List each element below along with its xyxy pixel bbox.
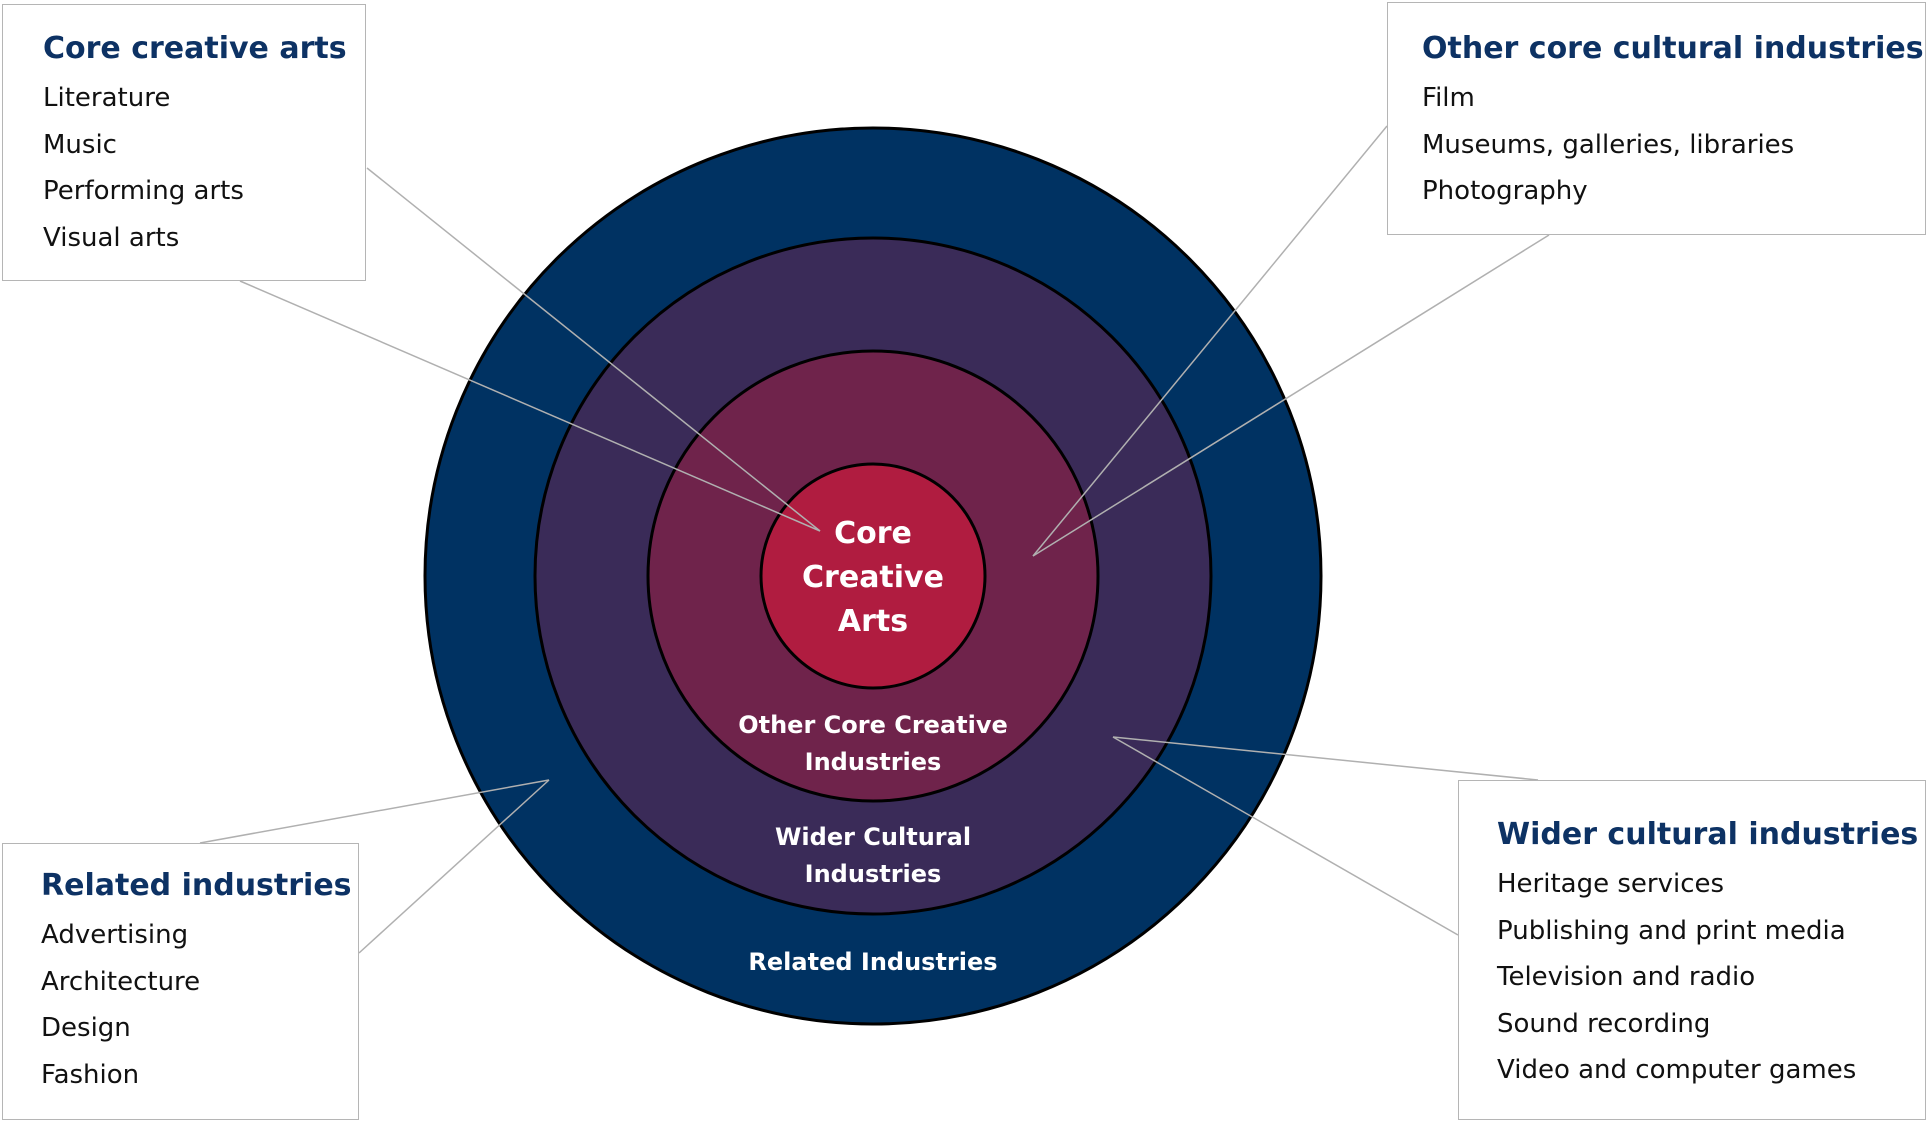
callout-wider-cultural-industries: Wider cultural industries Heritage servi… <box>1458 780 1926 1120</box>
callout-title: Related industries <box>41 868 352 903</box>
list-item: Publishing and print media <box>1497 915 1846 946</box>
list-item: Literature <box>43 83 171 113</box>
other-core-label-line-1: Other Core Creative <box>738 711 1008 739</box>
callout-list: Film Museums, galleries, libraries Photo… <box>1422 75 1925 215</box>
callout-title: Other core cultural industries <box>1422 31 1924 66</box>
callout-title: Wider cultural industries <box>1497 817 1919 852</box>
list-item: Photography <box>1422 176 1588 206</box>
list-item: Architecture <box>41 966 201 997</box>
list-item: Advertising <box>41 920 189 950</box>
callout-other-core-cultural-industries: Other core cultural industries Film Muse… <box>1387 2 1926 235</box>
leader-line-wider-2 <box>1112 736 1459 936</box>
leader-line-wider-1 <box>1112 736 1539 781</box>
wider-label-line-1: Wider Cultural <box>775 823 971 851</box>
list-item: Visual arts <box>43 222 180 253</box>
list-item: Heritage services <box>1497 869 1725 899</box>
list-item: Sound recording <box>1497 1008 1711 1039</box>
related-label: Related Industries <box>748 948 997 976</box>
list-item: Television and radio <box>1497 962 1756 992</box>
callout-list: Advertising Architecture Design Fashion <box>41 912 358 1098</box>
callout-core-creative-arts: Core creative arts Literature Music Perf… <box>2 4 366 281</box>
leader-line-related-2 <box>358 779 550 954</box>
list-item: Museums, galleries, libraries <box>1422 129 1795 160</box>
leader-line-other-core-2 <box>1032 234 1550 557</box>
callout-title: Core creative arts <box>43 31 347 66</box>
leader-line-other-core-1 <box>1032 125 1388 557</box>
core-label-line-2: Creative <box>802 560 944 595</box>
callout-list: Heritage services Publishing and print m… <box>1497 861 1925 1094</box>
other-core-label-line-2: Industries <box>805 748 942 776</box>
leader-lines <box>199 125 1550 954</box>
list-item: Fashion <box>41 1059 140 1090</box>
wider-label-line-2: Industries <box>805 860 942 888</box>
list-item: Performing arts <box>43 176 244 206</box>
callout-related-industries: Related industries Advertising Architect… <box>2 843 359 1120</box>
leader-line-core-1 <box>366 167 821 532</box>
list-item: Film <box>1422 83 1475 113</box>
leader-line-core-2 <box>239 280 821 532</box>
core-label-line-1: Core <box>834 516 912 551</box>
list-item: Video and computer games <box>1497 1055 1857 1085</box>
ring-core-creative-arts <box>759 462 987 690</box>
core-label-line-3: Arts <box>838 604 908 639</box>
list-item: Design <box>41 1013 131 1043</box>
callout-list: Literature Music Performing arts Visual … <box>43 75 365 261</box>
list-item: Music <box>43 129 117 160</box>
leader-line-related-1 <box>199 779 550 844</box>
